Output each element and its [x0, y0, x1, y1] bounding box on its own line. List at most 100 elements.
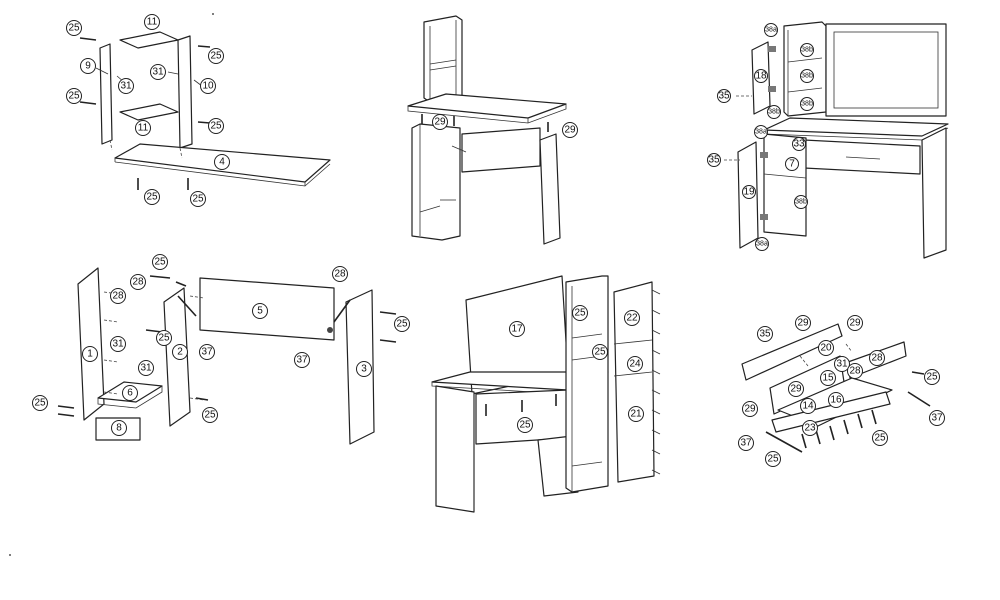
step6-part-number-callout: 25	[924, 369, 940, 385]
step6-part-number-callout: 25	[765, 451, 781, 467]
step4-part-number-callout: 28	[110, 288, 126, 304]
part-number-label: 19	[743, 187, 755, 198]
step4-part-number-callout: 37	[199, 344, 215, 360]
part-number-label: 25	[210, 51, 222, 62]
step3-part-number-callout: 35	[717, 89, 731, 103]
part-number-label: 28	[871, 353, 883, 364]
part-number-label: 16	[830, 395, 842, 406]
part-number-label: 28	[334, 269, 346, 280]
step6-part-number-callout: 23	[802, 420, 818, 436]
step1-part-number-callout: 25	[66, 20, 82, 36]
end-panel-21-22-24	[613, 281, 655, 483]
part-number-label: 22	[626, 313, 638, 324]
part-number-label: 25	[154, 257, 166, 268]
part-number-label: 25	[158, 333, 170, 344]
part-number-label: 31	[836, 359, 848, 370]
step1-part-number-callout: 25	[144, 189, 160, 205]
part-number-label: 6	[127, 388, 133, 399]
step3-part-number-callout: 38b	[767, 105, 781, 119]
step3-part-number-callout: 19	[742, 185, 756, 199]
step1-part-number-callout: 25	[66, 88, 82, 104]
part-number-label: 1	[87, 349, 93, 360]
step6-part-number-callout: 31	[834, 356, 850, 372]
part-number-label: 25	[204, 410, 216, 421]
part-number-label: 15	[822, 373, 834, 384]
part-number-label: 38a	[755, 129, 767, 136]
vanity-right-leg	[921, 127, 947, 259]
part-number-label: 18	[755, 71, 767, 82]
step-5-callouts: 17 25 25 22 24 21 25	[509, 305, 644, 433]
step-3-vanity-diagram	[724, 21, 949, 259]
part-number-label: 37	[740, 438, 752, 449]
desk-modesty-panel	[475, 389, 569, 445]
step3-part-number-callout: 38a	[755, 237, 769, 251]
part-number-label: 38b	[795, 199, 807, 206]
step3-part-number-callout: 38b	[800, 69, 814, 83]
step6-part-number-callout: 28	[847, 363, 863, 379]
step1-part-number-callout: 25	[208, 118, 224, 134]
part-number-label: 5	[257, 306, 263, 317]
right-side-panel	[177, 35, 193, 149]
step4-part-number-callout: 6	[122, 385, 138, 401]
step1-part-number-callout: 31	[118, 78, 134, 94]
part-number-label: 29	[564, 125, 576, 136]
step6-part-number-callout: 28	[869, 350, 885, 366]
screws	[79, 37, 211, 190]
part-number-label: 31	[152, 67, 164, 78]
part-number-label: 21	[630, 409, 642, 420]
top-shelf	[119, 31, 179, 49]
step4-part-number-callout: 25	[394, 316, 410, 332]
step-4-desk-frame-diagram	[57, 267, 397, 445]
part-number-label: 9	[85, 61, 91, 72]
step4-part-number-callout: 37	[294, 352, 310, 368]
step5-part-number-callout: 24	[627, 356, 643, 372]
part-number-label: 29	[797, 318, 809, 329]
part-number-label: 23	[804, 423, 816, 434]
step5-part-number-callout: 17	[509, 321, 525, 337]
step6-part-number-callout: 37	[929, 410, 945, 426]
step3-part-number-callout: 38a	[764, 23, 778, 37]
step1-part-number-callout: 25	[208, 48, 224, 64]
part-number-label: 37	[931, 413, 943, 424]
part-number-label: 31	[140, 363, 152, 374]
part-number-label: 4	[219, 157, 225, 168]
part-number-label: 29	[790, 384, 802, 395]
step1-part-number-callout: 31	[150, 64, 166, 80]
part-number-label: 38a	[756, 241, 768, 248]
step-2-desk-diagram	[407, 15, 567, 245]
part-number-label: 31	[120, 81, 132, 92]
step3-part-number-callout: 38b	[794, 195, 808, 209]
part-number-label: 25	[594, 347, 606, 358]
right-leg	[539, 133, 561, 245]
part-number-label: 25	[396, 319, 408, 330]
step5-part-number-callout: 25	[572, 305, 588, 321]
step3-part-number-callout: 38b	[800, 97, 814, 111]
part-number-label: 29	[434, 117, 446, 128]
hatching	[651, 289, 661, 475]
step6-part-number-callout: 29	[795, 315, 811, 331]
part-number-label: 2	[177, 347, 183, 358]
part-number-label: 31	[112, 339, 124, 350]
drawer	[803, 139, 921, 175]
step4-part-number-callout: 31	[110, 336, 126, 352]
part-number-label: 38a	[765, 27, 777, 34]
part-number-label: 7	[789, 159, 795, 170]
part-number-label: 10	[202, 81, 214, 92]
part-number-label: 20	[820, 343, 832, 354]
part-number-label: 28	[849, 366, 861, 377]
part-number-label: 38b	[801, 73, 813, 80]
step6-part-number-callout: 16	[828, 392, 844, 408]
step6-part-number-callout: 29	[847, 315, 863, 331]
part-number-label: 25	[519, 420, 531, 431]
step6-part-number-callout: 15	[820, 370, 836, 386]
part-number-label: 29	[849, 318, 861, 329]
step1-part-number-callout: 9	[80, 58, 96, 74]
mirror-frame	[825, 23, 947, 117]
part-number-label: 33	[793, 139, 805, 150]
step5-part-number-callout: 21	[628, 406, 644, 422]
step5-part-number-callout: 25	[592, 344, 608, 360]
part-number-label: 25	[574, 308, 586, 319]
